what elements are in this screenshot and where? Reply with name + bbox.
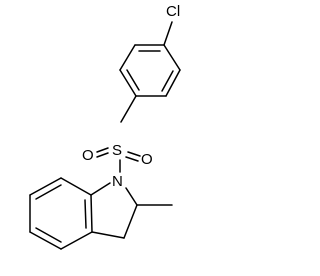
chemical-structure-drawing: Cl S O O N: [29, 3, 181, 250]
bond-c7-c6: [29, 177, 62, 196]
nitrogen-atom-label: N: [112, 173, 123, 190]
bond-n-c7a: [90, 182, 111, 196]
bond-c5-c4: [29, 231, 62, 250]
sulfur-atom-label: S: [112, 142, 122, 159]
bond-c4-s: [120, 95, 137, 123]
bond-c4-c5: [119, 69, 137, 97]
indoline-benzene-ring: [29, 177, 93, 250]
bond-c2-c3: [123, 204, 138, 239]
bond-c4-c5-inner: [126, 69, 140, 91]
bond-c1-c2: [163, 44, 181, 71]
chlorine-atom-label: Cl: [166, 3, 180, 20]
bond-c7-c6-inner: [35, 184, 62, 200]
bond-c7a-c3a-inner: [84, 199, 87, 229]
bond-c7a-c7: [60, 177, 92, 196]
bond-s-o-right-b: [125, 156, 139, 162]
bond-s-o-left-b: [96, 152, 109, 158]
chlorophenyl-ring: [119, 44, 181, 97]
bond-c3-c3a: [91, 231, 125, 239]
bond-c2-c3-inner: [161, 70, 174, 92]
bond-c5-c6: [119, 44, 136, 71]
oxygen-left-atom-label: O: [82, 147, 94, 164]
bond-c7a-c3a: [90, 194, 93, 233]
bond-s-o-right-a: [127, 151, 141, 157]
bond-n-c2: [125, 187, 138, 206]
bond-c5-c4-inner: [35, 227, 62, 243]
bond-c1-cl: [163, 21, 173, 46]
bond-s-o-left-a: [96, 147, 109, 153]
bond-c4-c3a: [60, 231, 93, 250]
oxygen-right-atom-label: O: [141, 151, 153, 168]
bond-c2-c3: [165, 69, 181, 97]
indoline-five-membered-ring: [90, 182, 138, 239]
